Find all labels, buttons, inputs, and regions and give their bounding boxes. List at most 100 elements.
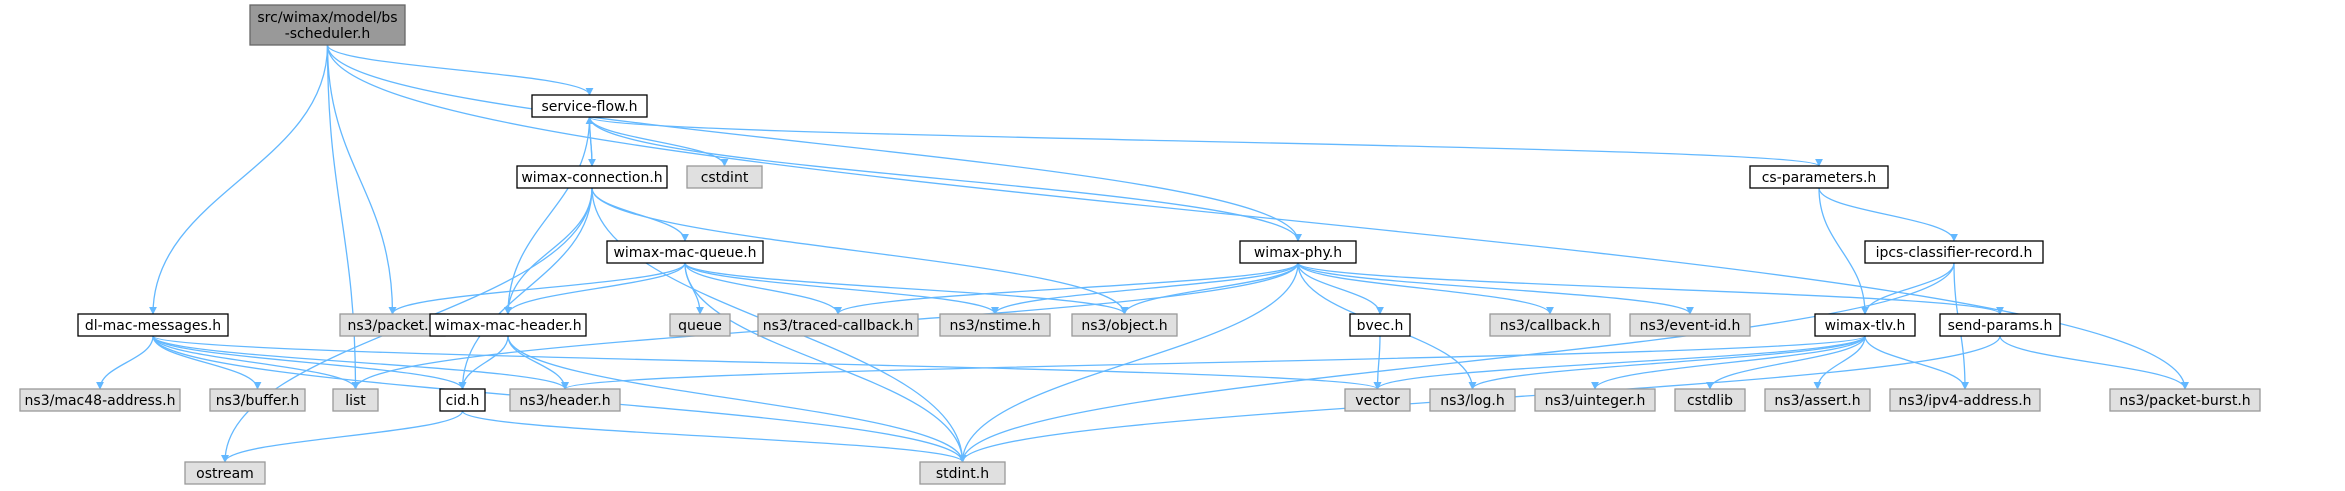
- dependency-nodes: src/wimax/model/bs-scheduler.h service-fl…: [19, 4, 2261, 485]
- edge-wimax-mac-header-to-stdint: [507, 335, 967, 463]
- node-box: [669, 313, 731, 337]
- node-label: wimax-tlv.h: [1825, 318, 1906, 334]
- node-box: [531, 94, 648, 118]
- node-label: cs-parameters.h: [1762, 170, 1877, 186]
- edge-cs-parameters-to-wimax-tlv: [1818, 187, 1869, 315]
- node-label: cid.h: [446, 393, 480, 409]
- node-box: [939, 313, 1051, 337]
- node-box: [429, 313, 587, 337]
- node-box: [1344, 388, 1411, 412]
- edge-root-to-dl-mac-messages: [149, 44, 329, 315]
- node-ns3-callback: ns3/callback.h: [1489, 313, 1611, 337]
- edge-cs-parameters-to-ipcs-classifier-record: [1818, 187, 1958, 242]
- edge-dl-mac-messages-to-ns3-mac48-address: [96, 335, 154, 390]
- node-label: ns3/object.h: [1081, 318, 1167, 334]
- edge-wimax-phy-to-ns3-traced-callback: [834, 262, 1299, 315]
- node-box: [1071, 313, 1178, 337]
- node-ns3-event-id: ns3/event-id.h: [1629, 313, 1751, 337]
- node-box: [1864, 240, 2044, 264]
- node-ns3-uinteger: ns3/uinteger.h: [1534, 388, 1656, 412]
- node-label: cstdint: [701, 170, 749, 186]
- edge-wimax-phy-to-send-params: [1297, 262, 2004, 315]
- node-label: ns3/traced-callback.h: [763, 318, 914, 334]
- node-box: [1674, 388, 1746, 412]
- edge-wimax-connection-to-wimax-mac-header: [504, 187, 593, 315]
- node-box: [439, 388, 486, 412]
- node-queue: queue: [669, 313, 731, 337]
- node-ns3-mac48-address: ns3/mac48-address.h: [19, 388, 181, 412]
- node-ns3-object: ns3/object.h: [1071, 313, 1178, 337]
- node-label: queue: [678, 318, 722, 334]
- node-label: list: [345, 393, 366, 409]
- node-box: [757, 313, 919, 337]
- edge-wimax-phy-to-ns3-event-id: [1297, 262, 1694, 315]
- node-wimax-mac-queue[interactable]: wimax-mac-queue.h: [606, 240, 764, 264]
- node-service-flow[interactable]: service-flow.h: [531, 94, 648, 118]
- node-box: [1349, 313, 1411, 337]
- node-box: [1239, 240, 1357, 264]
- node-ipcs-classifier-record[interactable]: ipcs-classifier-record.h: [1864, 240, 2044, 264]
- node-label: cstdlib: [1687, 393, 1733, 409]
- node-label: ns3/packet.h: [348, 318, 438, 334]
- edge-wimax-phy-to-stdint: [958, 262, 1299, 463]
- edge-wimax-connection-to-cid: [458, 187, 593, 390]
- node-label: ns3/log.h: [1440, 393, 1504, 409]
- node-label: bvec.h: [1357, 318, 1404, 334]
- node-ns3-packet: ns3/packet.h: [339, 313, 446, 337]
- node-label: wimax-mac-queue.h: [613, 245, 756, 261]
- edge-wimax-mac-queue-to-ns3-packet: [388, 262, 686, 315]
- node-label: ostream: [196, 466, 254, 482]
- node-box: [1889, 388, 2041, 412]
- node-box: [606, 240, 764, 264]
- node-box: [509, 388, 621, 412]
- edge-wimax-phy-to-bvec: [1297, 262, 1384, 315]
- node-ns3-packet-burst: ns3/packet-burst.h: [2109, 388, 2261, 412]
- edge-root-to-ns3-packet: [326, 44, 397, 315]
- node-cs-parameters[interactable]: cs-parameters.h: [1749, 165, 1889, 189]
- node-send-params[interactable]: send-params.h: [1939, 313, 2061, 337]
- edge-wimax-mac-queue-to-wimax-mac-header: [504, 262, 686, 315]
- node-box: [1429, 388, 1516, 412]
- edge-service-flow-to-cstdint: [588, 116, 729, 167]
- node-label: ipcs-classifier-record.h: [1876, 245, 2033, 261]
- edge-root-to-service-flow: [326, 44, 594, 96]
- edge-dl-mac-messages-to-vector: [152, 335, 1382, 390]
- edge-cid-to-stdint: [461, 410, 967, 463]
- node-box: [332, 388, 379, 412]
- node-box: [1489, 313, 1611, 337]
- node-box: [1764, 388, 1871, 412]
- edge-service-flow-to-wimax-mac-header: [504, 116, 591, 315]
- node-ns3-header: ns3/header.h: [509, 388, 621, 412]
- node-ns3-log: ns3/log.h: [1429, 388, 1516, 412]
- node-label: src/wimax/model/bs: [257, 10, 397, 26]
- node-label: ns3/callback.h: [1500, 318, 1600, 334]
- node-wimax-phy[interactable]: wimax-phy.h: [1239, 240, 1357, 264]
- node-box: [919, 461, 1006, 485]
- edge-send-params-to-ns3-packet-burst: [1999, 335, 2189, 390]
- node-root[interactable]: src/wimax/model/bs-scheduler.h: [249, 4, 406, 46]
- node-label: ns3/nstime.h: [950, 318, 1041, 334]
- edge-wimax-mac-header-to-ns3-header: [507, 335, 569, 390]
- node-label: ns3/header.h: [519, 393, 610, 409]
- node-wimax-mac-header[interactable]: wimax-mac-header.h: [429, 313, 587, 337]
- node-box: [1814, 313, 1916, 337]
- node-label: dl-mac-messages.h: [85, 318, 221, 334]
- node-box: [686, 165, 763, 189]
- node-label: wimax-mac-header.h: [434, 318, 581, 334]
- node-bvec[interactable]: bvec.h: [1349, 313, 1411, 337]
- node-box: [1629, 313, 1751, 337]
- edge-wimax-tlv-to-ns3-log: [1468, 335, 1866, 390]
- node-wimax-connection[interactable]: wimax-connection.h: [516, 165, 668, 189]
- node-wimax-tlv[interactable]: wimax-tlv.h: [1814, 313, 1916, 337]
- node-ns3-nstime: ns3/nstime.h: [939, 313, 1051, 337]
- node-cid[interactable]: cid.h: [439, 388, 486, 412]
- node-box: [249, 4, 406, 46]
- edge-wimax-connection-to-ns3-object: [591, 187, 1129, 315]
- node-box: [77, 313, 229, 337]
- node-box: [1749, 165, 1889, 189]
- edge-wimax-mac-queue-to-ns3-object: [684, 262, 1129, 315]
- node-dl-mac-messages[interactable]: dl-mac-messages.h: [77, 313, 229, 337]
- node-label: wimax-connection.h: [521, 170, 662, 186]
- node-list: list: [332, 388, 379, 412]
- node-box: [19, 388, 181, 412]
